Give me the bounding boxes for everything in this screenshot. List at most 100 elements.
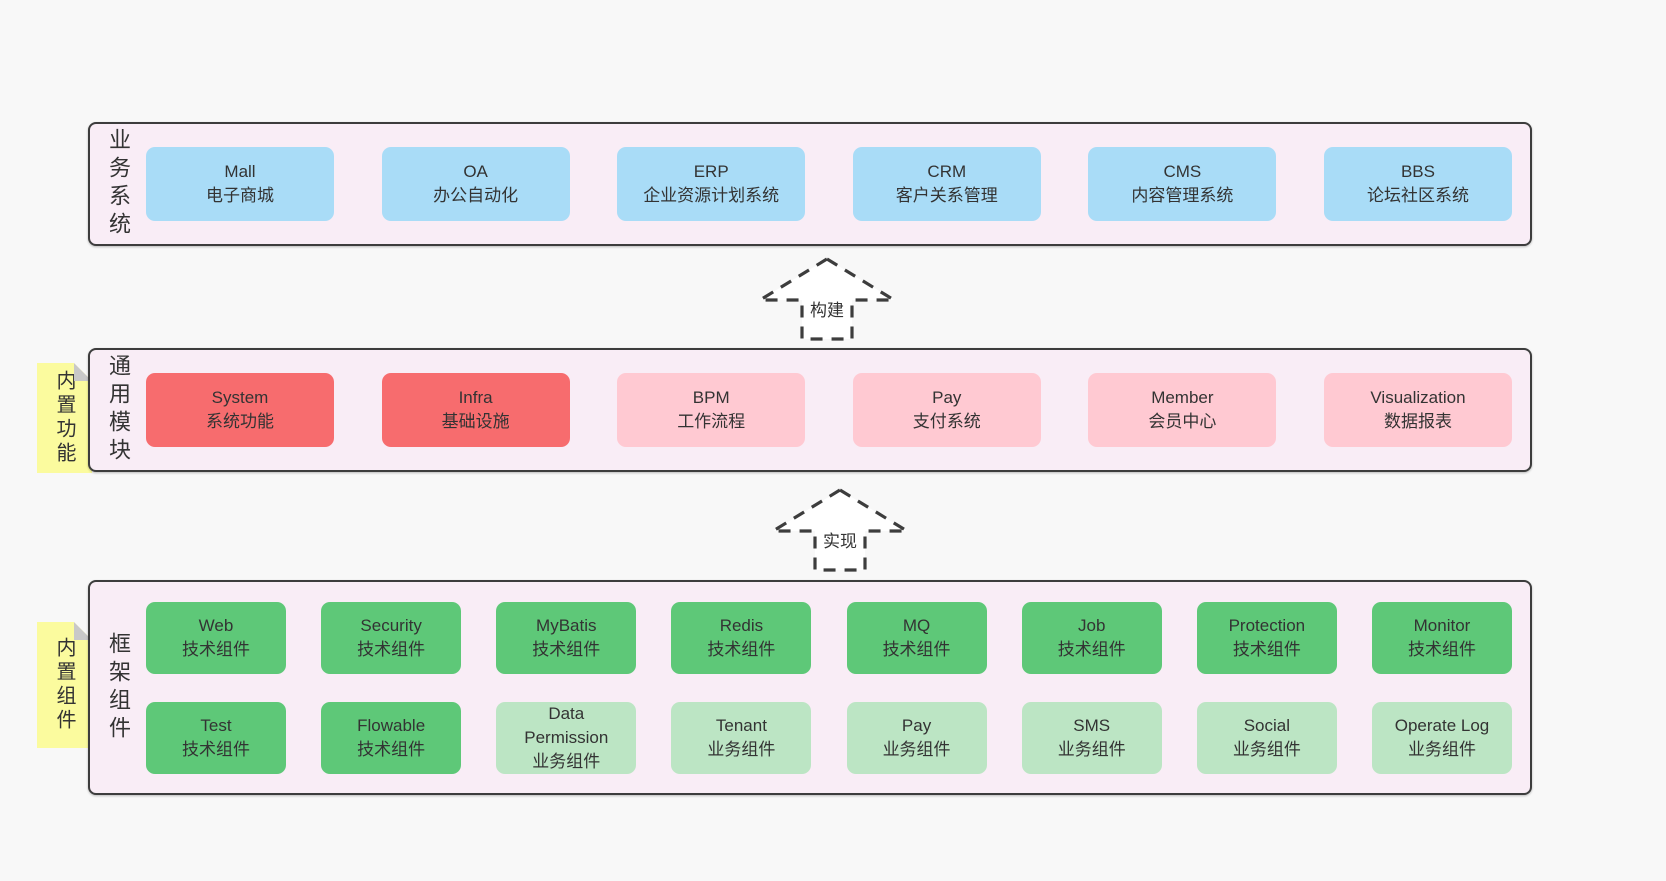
box-title: Mall: [224, 162, 256, 182]
module-box-bpm: BPM 工作流程: [617, 373, 806, 447]
box-title: Member: [1151, 388, 1214, 408]
box-title: CRM: [927, 162, 967, 182]
box-subtitle: 客户关系管理: [895, 186, 998, 205]
box-subtitle: 会员中心: [1148, 412, 1217, 431]
box-subtitle: 业务组件: [707, 740, 776, 759]
box-title: Pay: [901, 716, 932, 736]
box-title: MyBatis: [536, 616, 597, 636]
box-subtitle: 业务组件: [1407, 740, 1476, 759]
build-arrow-label: 构建: [807, 296, 847, 321]
component-box-sms: SMS 业务组件: [1021, 702, 1162, 774]
box-title: OA: [463, 162, 488, 182]
component-box-security: Security 技术组件: [321, 602, 462, 674]
box-title: Monitor: [1413, 616, 1471, 636]
build-arrow: 构建: [757, 256, 897, 342]
business-box-bbs: BBS 论坛社区系统: [1323, 147, 1512, 221]
framework-components-rows: Web 技术组件 Security 技术组件 MyBatis 技术组件 Redi…: [146, 582, 1530, 793]
box-subtitle: 技术组件: [182, 740, 250, 759]
box-subtitle: 基础设施: [441, 412, 510, 431]
module-box-pay: Pay 支付系统: [852, 373, 1041, 447]
component-box-tenant: Tenant 业务组件: [671, 702, 812, 774]
common-modules-layer: 通用模块 System 系统功能 Infra 基础设施 BPM 工作流程 Pay…: [88, 348, 1532, 472]
box-subtitle: 业务组件: [1232, 740, 1301, 759]
component-box-test: Test 技术组件: [146, 702, 286, 774]
component-box-web: Web 技术组件: [146, 602, 286, 674]
box-title: Infra: [458, 388, 493, 408]
box-title: ERP: [693, 162, 729, 182]
box-title: Protection: [1228, 616, 1306, 636]
builtin-features-sticky-label: 内置功能: [53, 370, 75, 466]
box-title: Pay: [932, 388, 962, 408]
box-title: SMS: [1073, 716, 1111, 736]
component-box-flowable: Flowable 技术组件: [321, 702, 462, 774]
box-title: MQ: [902, 616, 931, 636]
box-subtitle: 技术组件: [882, 640, 951, 659]
component-box-data-permission: Data Permission 业务组件: [496, 702, 637, 774]
framework-components-layer-label: 框架组件: [106, 631, 131, 744]
component-box-operate-log: Operate Log 业务组件: [1371, 702, 1512, 774]
box-subtitle: 业务组件: [1057, 740, 1126, 759]
common-modules-box-row: System 系统功能 Infra 基础设施 BPM 工作流程 Pay 支付系统…: [146, 350, 1530, 470]
component-box-monitor: Monitor 技术组件: [1371, 602, 1512, 674]
business-box-erp: ERP 企业资源计划系统: [617, 147, 806, 221]
business-box-cms: CMS 内容管理系统: [1088, 147, 1277, 221]
box-subtitle: 技术组件: [1232, 640, 1301, 659]
box-title: System: [211, 388, 269, 408]
box-subtitle: 工作流程: [677, 412, 746, 431]
box-title: Operate Log: [1394, 716, 1490, 736]
box-title: Tenant: [715, 716, 767, 736]
builtin-components-sticky-label: 内置组件: [53, 637, 75, 733]
box-subtitle: 电子商城: [206, 186, 274, 205]
common-modules-layer-label: 通用模块: [106, 354, 131, 466]
business-box-oa: OA 办公自动化: [381, 147, 570, 221]
implement-arrow: 实现: [770, 487, 910, 573]
box-subtitle: 业务组件: [882, 740, 951, 759]
component-box-pay: Pay 业务组件: [846, 702, 987, 774]
business-box-mall: Mall 电子商城: [146, 147, 334, 221]
module-box-visualization: Visualization 数据报表: [1323, 373, 1512, 447]
box-subtitle: 办公自动化: [433, 186, 519, 205]
component-box-job: Job 技术组件: [1021, 602, 1162, 674]
component-box-redis: Redis 技术组件: [671, 602, 812, 674]
box-title: Data Permission: [524, 704, 609, 748]
box-title: Test: [200, 716, 232, 736]
box-title: Security: [360, 616, 422, 636]
box-title: CMS: [1163, 162, 1202, 182]
box-subtitle: 技术组件: [1407, 640, 1476, 659]
box-subtitle: 内容管理系统: [1131, 186, 1234, 205]
box-title: Redis: [719, 616, 764, 636]
builtin-features-sticky-note: 内置功能: [37, 363, 92, 473]
box-title: Flowable: [357, 716, 426, 736]
module-box-infra: Infra 基础设施: [381, 373, 570, 447]
box-subtitle: 技术组件: [1057, 640, 1126, 659]
box-subtitle: 支付系统: [912, 412, 981, 431]
builtin-components-sticky-note: 内置组件: [37, 622, 92, 748]
box-subtitle: 论坛社区系统: [1366, 186, 1469, 205]
implement-arrow-label: 实现: [820, 527, 860, 552]
business-box-crm: CRM 客户关系管理: [852, 147, 1041, 221]
component-box-social: Social 业务组件: [1196, 702, 1337, 774]
box-subtitle: 系统功能: [206, 412, 274, 431]
box-subtitle: 技术组件: [357, 640, 426, 659]
business-systems-layer: 业务系统 Mall 电子商城 OA 办公自动化 ERP 企业资源计划系统 CRM…: [88, 122, 1532, 246]
business-systems-layer-label: 业务系统: [106, 128, 131, 240]
component-box-mq: MQ 技术组件: [846, 602, 987, 674]
box-subtitle: 企业资源计划系统: [643, 186, 780, 205]
module-box-member: Member 会员中心: [1088, 373, 1277, 447]
box-title: Visualization: [1370, 388, 1466, 408]
box-subtitle: 数据报表: [1383, 412, 1452, 431]
framework-components-row-1: Web 技术组件 Security 技术组件 MyBatis 技术组件 Redi…: [146, 602, 1512, 674]
business-systems-box-row: Mall 电子商城 OA 办公自动化 ERP 企业资源计划系统 CRM 客户关系…: [146, 124, 1530, 244]
box-subtitle: 技术组件: [532, 640, 601, 659]
box-subtitle: 技术组件: [707, 640, 776, 659]
box-title: Social: [1243, 716, 1290, 736]
box-title: BPM: [692, 388, 730, 408]
box-subtitle: 技术组件: [357, 740, 426, 759]
component-box-protection: Protection 技术组件: [1196, 602, 1337, 674]
box-title: Job: [1077, 616, 1106, 636]
component-box-mybatis: MyBatis 技术组件: [496, 602, 637, 674]
box-title: BBS: [1400, 162, 1435, 182]
framework-components-layer: 框架组件 Web 技术组件 Security 技术组件 MyBatis 技术组件…: [88, 580, 1532, 795]
module-box-system: System 系统功能: [146, 373, 334, 447]
box-subtitle: 业务组件: [532, 751, 601, 771]
